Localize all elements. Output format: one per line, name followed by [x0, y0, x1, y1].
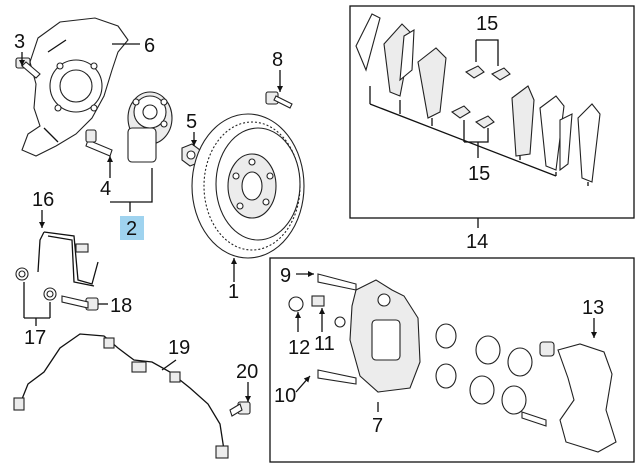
hub-bolt-4 — [85, 129, 113, 157]
callout-5: 5 — [186, 111, 197, 133]
callout-2: 2 — [126, 218, 137, 240]
callout-14: 14 — [466, 231, 488, 253]
callout-2-highlight — [120, 216, 144, 240]
callout-8: 8 — [272, 49, 283, 71]
pad-kit-frame — [349, 5, 635, 219]
pad-kit-leaders — [369, 39, 589, 186]
callout-12: 12 — [288, 337, 310, 359]
brake-hose — [37, 231, 99, 287]
callout-20: 20 — [236, 361, 258, 383]
callout-9: 9 — [280, 265, 291, 287]
callout-6: 6 — [144, 35, 155, 57]
bolt-8 — [265, 91, 293, 109]
callout-17: 17 — [24, 327, 46, 349]
caliper-mounting-bracket — [521, 343, 617, 453]
abs-sensor-wire — [13, 333, 229, 459]
callout-19: 19 — [168, 337, 190, 359]
callout-16: 16 — [32, 189, 54, 211]
callout-13: 13 — [582, 297, 604, 319]
leader-lines — [19, 43, 597, 412]
callout-10: 10 — [274, 385, 296, 407]
disc-rotor — [191, 113, 305, 259]
callout-1: 1 — [228, 281, 239, 303]
callout-labels: 1 2 3 4 5 6 7 8 9 10 11 12 13 14 15 15 1… — [14, 13, 604, 437]
callout-7: 7 — [372, 415, 383, 437]
callout-4: 4 — [100, 178, 111, 200]
caliper-assembly — [288, 273, 421, 393]
caliper-pistons-and-seals — [435, 323, 555, 415]
hub-bearing — [127, 91, 173, 163]
brake-pads-and-shims — [355, 13, 601, 183]
dust-shield — [21, 17, 129, 157]
callout-3: 3 — [14, 31, 25, 53]
callout-15-top: 15 — [476, 13, 498, 35]
caliper-kit-frame — [269, 257, 635, 463]
washers — [15, 267, 57, 301]
bolt-20 — [229, 401, 251, 417]
callout-11: 11 — [314, 333, 335, 355]
union-bolt-18 — [61, 295, 99, 311]
callout-18: 18 — [110, 295, 132, 317]
callout-15-bottom: 15 — [468, 163, 490, 185]
